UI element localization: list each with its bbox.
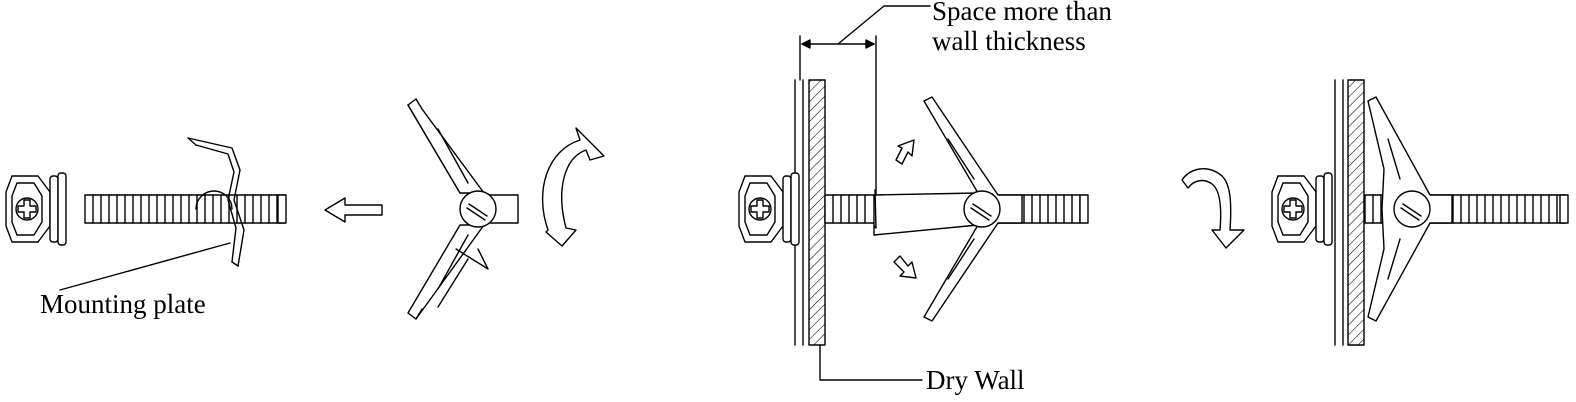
arrow-left-icon bbox=[324, 197, 383, 223]
step4-installed bbox=[1271, 79, 1569, 346]
dry-wall-label: Dry Wall bbox=[926, 365, 1025, 395]
space-label-line1: Space more than bbox=[932, 0, 1112, 26]
expand-arrow-up-icon bbox=[895, 139, 915, 165]
step1-bolt-with-plate bbox=[5, 137, 287, 267]
wing-nut-assembly bbox=[407, 98, 519, 320]
dry-wall-leader bbox=[819, 344, 923, 381]
space-dimension bbox=[799, 5, 931, 196]
space-label-line2: wall thickness bbox=[932, 26, 1086, 56]
expand-arrow-down-icon bbox=[893, 255, 917, 279]
step3-bolt-in-wall bbox=[738, 79, 1089, 346]
mounting-plate-label: Mounting plate bbox=[40, 289, 206, 319]
rotate-arrow-2-icon bbox=[1181, 168, 1245, 249]
mounting-plate-leader bbox=[59, 242, 231, 291]
rotate-arrow-icon bbox=[541, 127, 605, 247]
